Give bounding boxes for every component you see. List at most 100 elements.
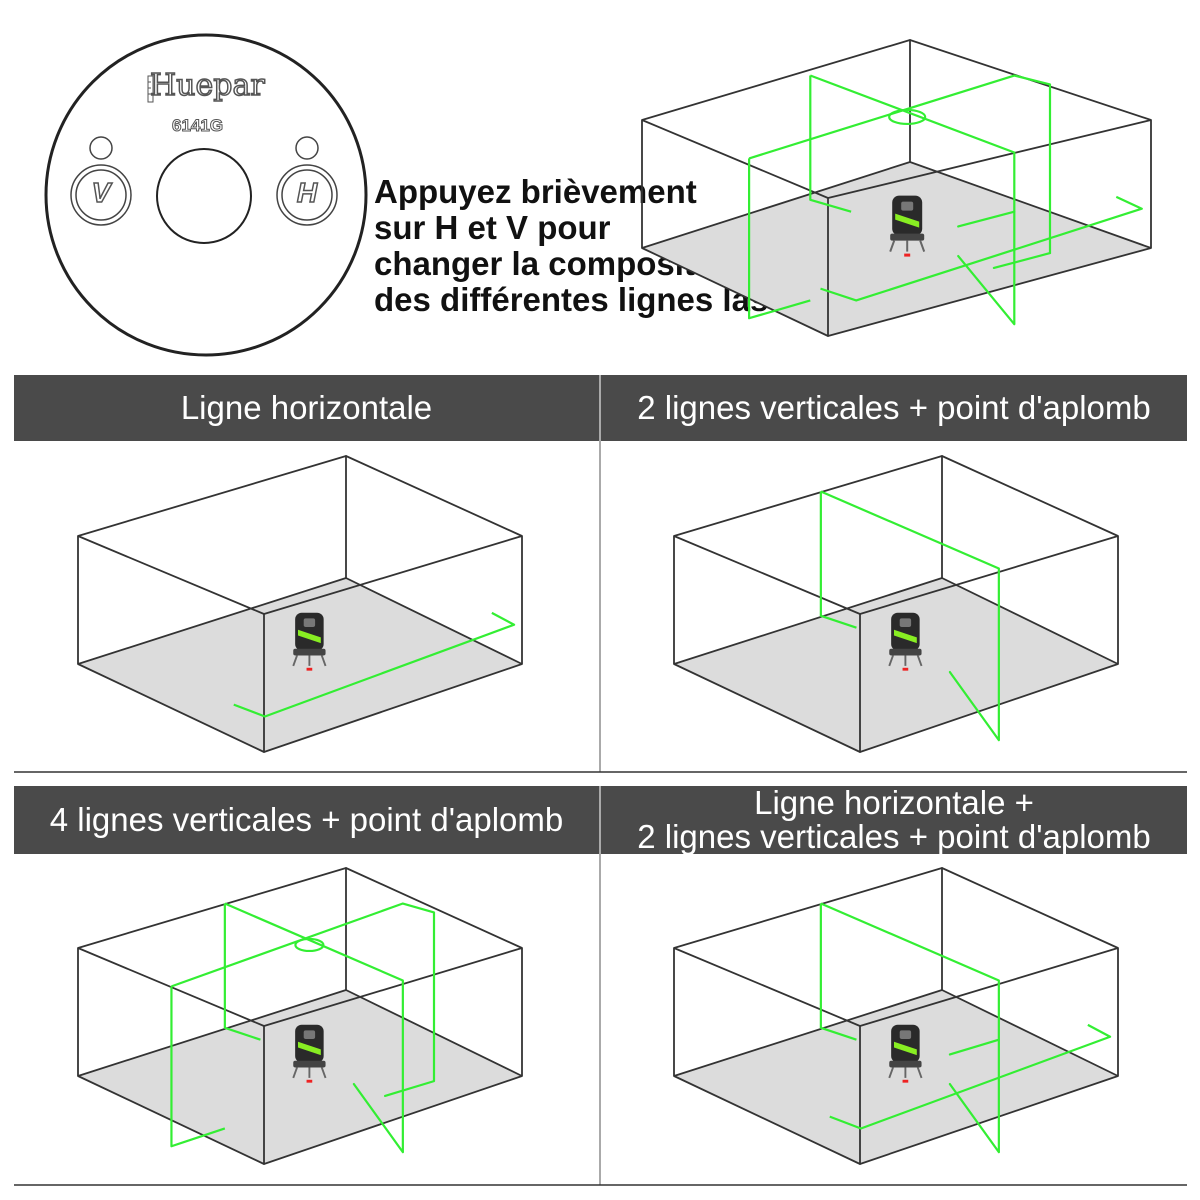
- device-leg: [889, 240, 896, 252]
- laser-vertical-line: [819, 903, 857, 1041]
- laser-cross-ellipse: [294, 937, 325, 953]
- laser-vertical-line: [352, 1082, 404, 1154]
- plumb-dot-icon: [902, 667, 909, 671]
- laser-vertical-line: [820, 490, 1000, 741]
- device-leg: [292, 1067, 298, 1079]
- room-group: [77, 867, 523, 1165]
- device-window: [901, 201, 914, 211]
- device-leg: [292, 655, 298, 667]
- laser-level-device-icon: [888, 1024, 923, 1083]
- panel-header-combined: Ligne horizontale + 2 lignes verticales …: [601, 786, 1187, 854]
- plumb-dot-icon: [902, 1079, 909, 1083]
- laser-horizontal-line: [820, 195, 1143, 302]
- laser-level-device-icon: [292, 1024, 327, 1083]
- laser-vertical-line: [820, 902, 1000, 1153]
- laser-vertical-line: [809, 75, 852, 213]
- laser-vertical-line: [383, 1080, 436, 1098]
- indicator-led-right: [295, 136, 319, 160]
- device-leg: [320, 1067, 327, 1079]
- laser-vertical-line: [957, 254, 1016, 326]
- room-bottom-edge: [673, 577, 1119, 665]
- plumb-dot-icon: [306, 1079, 313, 1083]
- device-leg: [888, 655, 894, 667]
- room-floor: [674, 578, 1118, 752]
- device-window: [899, 1030, 912, 1039]
- room-group: [673, 867, 1119, 1165]
- laser-vertical-line: [748, 74, 1052, 254]
- device-accent-stripe: [894, 1041, 917, 1056]
- h-button-inner: [281, 169, 333, 221]
- device-window: [303, 618, 316, 627]
- room-group: [673, 455, 1119, 753]
- device-accent-stripe: [298, 1041, 321, 1056]
- power-button: [156, 148, 252, 244]
- room-floor: [642, 162, 1151, 336]
- laser-vertical-line: [747, 158, 811, 320]
- v-button-label: V: [91, 176, 111, 209]
- room-bottom-edge: [77, 577, 523, 665]
- room-bottom-edge-front: [673, 663, 1119, 753]
- room-floor: [78, 578, 522, 752]
- laser-horizontal-line: [233, 611, 516, 718]
- device-base: [890, 233, 925, 241]
- room-bottom-edge-front: [641, 247, 1152, 337]
- laser-vertical-line: [819, 491, 857, 629]
- laser-vertical-line: [170, 986, 226, 1148]
- device-accent-stripe: [895, 213, 920, 228]
- device-leg: [888, 1067, 894, 1079]
- laser-vertical-line: [224, 902, 404, 1153]
- room-bottom-edge-front: [673, 1075, 1119, 1165]
- room-bottom-edge: [673, 989, 1119, 1077]
- laser-vertical-line: [223, 903, 261, 1041]
- laser-level-device-icon: [292, 612, 327, 671]
- panel-title: Ligne horizontale: [180, 389, 433, 426]
- laser-level-device-icon: [888, 612, 923, 671]
- device-accent-stripe: [298, 629, 321, 644]
- panel-title: 4 lignes verticales + point d'aplomb: [49, 801, 564, 838]
- device-window: [303, 1030, 316, 1039]
- device-leg: [916, 655, 923, 667]
- panel-header-four-vertical: 4 lignes verticales + point d'aplomb: [14, 786, 599, 854]
- device-leg: [916, 1067, 923, 1079]
- room-floor: [78, 990, 522, 1164]
- device-base: [293, 1060, 326, 1068]
- room-bottom-edge: [641, 161, 1152, 249]
- device-base: [889, 648, 922, 656]
- laser-level-device-icon: [889, 195, 926, 257]
- room-group: [77, 455, 523, 753]
- device-base: [889, 1060, 922, 1068]
- laser-vertical-line: [809, 74, 1016, 325]
- panel-header-horizontal: Ligne horizontale: [14, 375, 599, 441]
- v-button-inner: [75, 169, 127, 221]
- device-base: [293, 648, 326, 656]
- plumb-dot-icon: [904, 253, 911, 257]
- laser-vertical-line: [948, 1082, 1000, 1154]
- laser-horizontal-line: [957, 210, 1016, 228]
- instruction-line: Appuyez brièvement: [374, 173, 697, 210]
- laser-vertical-line: [948, 670, 1000, 742]
- laser-horizontal-line: [948, 1038, 1000, 1056]
- laser-horizontal-line: [829, 1023, 1112, 1130]
- model-number: 6141G: [171, 116, 224, 136]
- room-bottom-edge-front: [77, 663, 523, 753]
- h-button-label: H: [296, 176, 318, 209]
- laser-vertical-line: [171, 902, 436, 1082]
- device-leg: [320, 655, 327, 667]
- room-floor: [674, 990, 1118, 1164]
- plumb-dot-icon: [306, 667, 313, 671]
- panel-title-line-2: 2 lignes verticales + point d'aplomb: [637, 818, 1151, 855]
- laser-cross-ellipse: [888, 108, 927, 126]
- room-top-edge-front: [673, 947, 1119, 1027]
- room-group: [641, 39, 1152, 337]
- panel-title-line-1: Ligne horizontale +: [754, 784, 1034, 821]
- laser-vertical-line: [992, 252, 1052, 270]
- device-leg: [919, 240, 926, 252]
- ruler-icon: [147, 75, 154, 103]
- device-window: [899, 618, 912, 627]
